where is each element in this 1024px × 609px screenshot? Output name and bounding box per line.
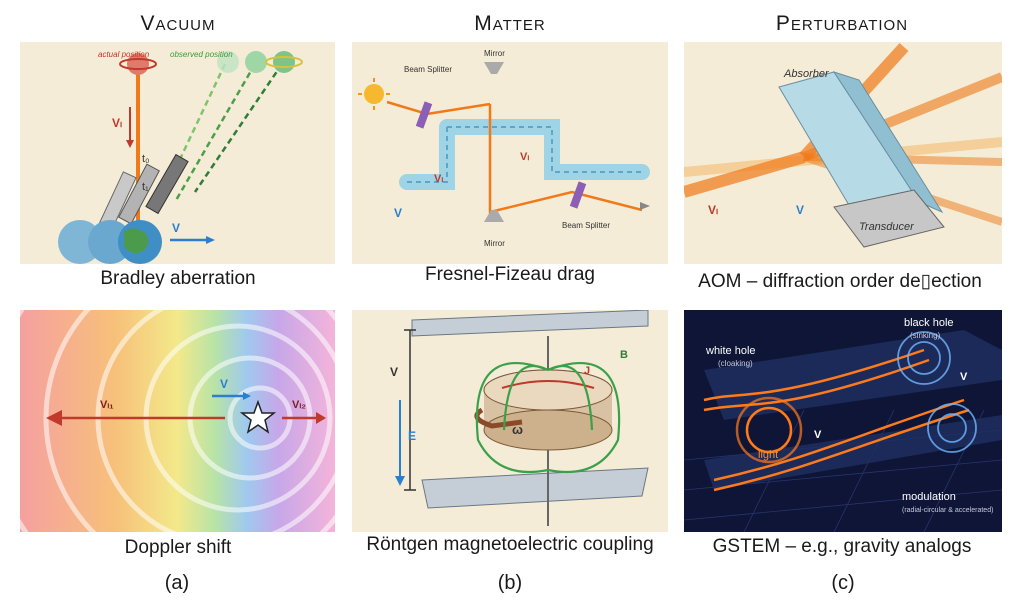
vl1-label: Vₗ₁ bbox=[100, 399, 114, 411]
t1-label: t₁ bbox=[142, 181, 149, 193]
caption-bradley: Bradley aberration bbox=[100, 268, 256, 289]
black-hole-sub: (sinking) bbox=[910, 331, 941, 340]
panel-rontgen-coupling: B J V E ω bbox=[352, 310, 668, 532]
absorber-label: Absorber bbox=[783, 68, 830, 80]
caption-doppler: Doppler shift bbox=[124, 537, 232, 558]
vl-label: Vₗ bbox=[112, 116, 122, 130]
sublabel-a: (a) bbox=[164, 572, 190, 594]
transducer-label: Transducer bbox=[859, 221, 915, 233]
v-label-doppler: V bbox=[220, 377, 228, 391]
vl-label-right: Vₗ bbox=[520, 151, 529, 163]
column-title-matter: Matter bbox=[474, 12, 546, 35]
modulation-sub: (radial-circular & accelerated) bbox=[902, 507, 993, 514]
panel-doppler-shift: Vₗ₁ Vₗ₂ V bbox=[20, 310, 335, 532]
white-hole-label: white hole bbox=[705, 345, 756, 357]
light-label: light bbox=[758, 449, 778, 461]
t0-label: t₀ bbox=[142, 153, 150, 165]
column-title-perturbation: Perturbation bbox=[775, 12, 909, 35]
observed-position-label: observed position bbox=[170, 50, 233, 59]
sublabel-b: (b) bbox=[497, 572, 523, 594]
modulation-label: modulation bbox=[902, 491, 956, 503]
v-label-fresnel: V bbox=[394, 206, 402, 220]
caption-fresnel: Fresnel-Fizeau drag bbox=[424, 264, 596, 285]
actual-position-label: actual position bbox=[98, 50, 150, 59]
beam-splitter-label-1: Beam Splitter bbox=[404, 65, 452, 74]
white-hole-sub: (cloaking) bbox=[718, 359, 753, 368]
v-label-rontgen: V bbox=[390, 365, 398, 379]
panel-bradley-aberration: actual position observed position Vₗ V t… bbox=[20, 42, 335, 264]
omega-label: ω bbox=[512, 422, 523, 437]
mirror-label-bottom: Mirror bbox=[484, 239, 505, 248]
panel-aom: Absorber Transducer Vₗ V bbox=[684, 42, 1002, 264]
vl-label-left: Vₗ bbox=[434, 173, 443, 185]
black-hole-label: black hole bbox=[904, 317, 954, 329]
v-label-aom: V bbox=[796, 203, 804, 217]
column-title-vacuum: Vacuum bbox=[140, 12, 216, 35]
caption-aom: AOM – diffraction order de▯ection bbox=[698, 271, 982, 292]
beam-splitter-label-2: Beam Splitter bbox=[562, 221, 610, 230]
vl-label-aom: Vₗ bbox=[708, 203, 718, 217]
e-label: E bbox=[408, 429, 416, 443]
v-label-gstem-2: V bbox=[960, 371, 968, 383]
panel-fresnel-fizeau: Beam Splitter Mirror Mirror Beam Splitte… bbox=[352, 42, 668, 264]
v-label-gstem-1: V bbox=[814, 429, 822, 441]
mirror-label-top: Mirror bbox=[484, 49, 505, 58]
sublabel-c: (c) bbox=[831, 572, 855, 594]
v-label: V bbox=[172, 221, 180, 235]
panel-gstem: white hole (cloaking) black hole (sinkin… bbox=[684, 310, 1002, 532]
caption-gstem: GSTEM – e.g., gravity analogs bbox=[712, 536, 972, 557]
b-label: B bbox=[620, 349, 628, 361]
j-label: J bbox=[584, 365, 590, 377]
vl2-label: Vₗ₂ bbox=[292, 399, 306, 411]
caption-rontgen: Röntgen magnetoelectric coupling bbox=[366, 534, 654, 555]
